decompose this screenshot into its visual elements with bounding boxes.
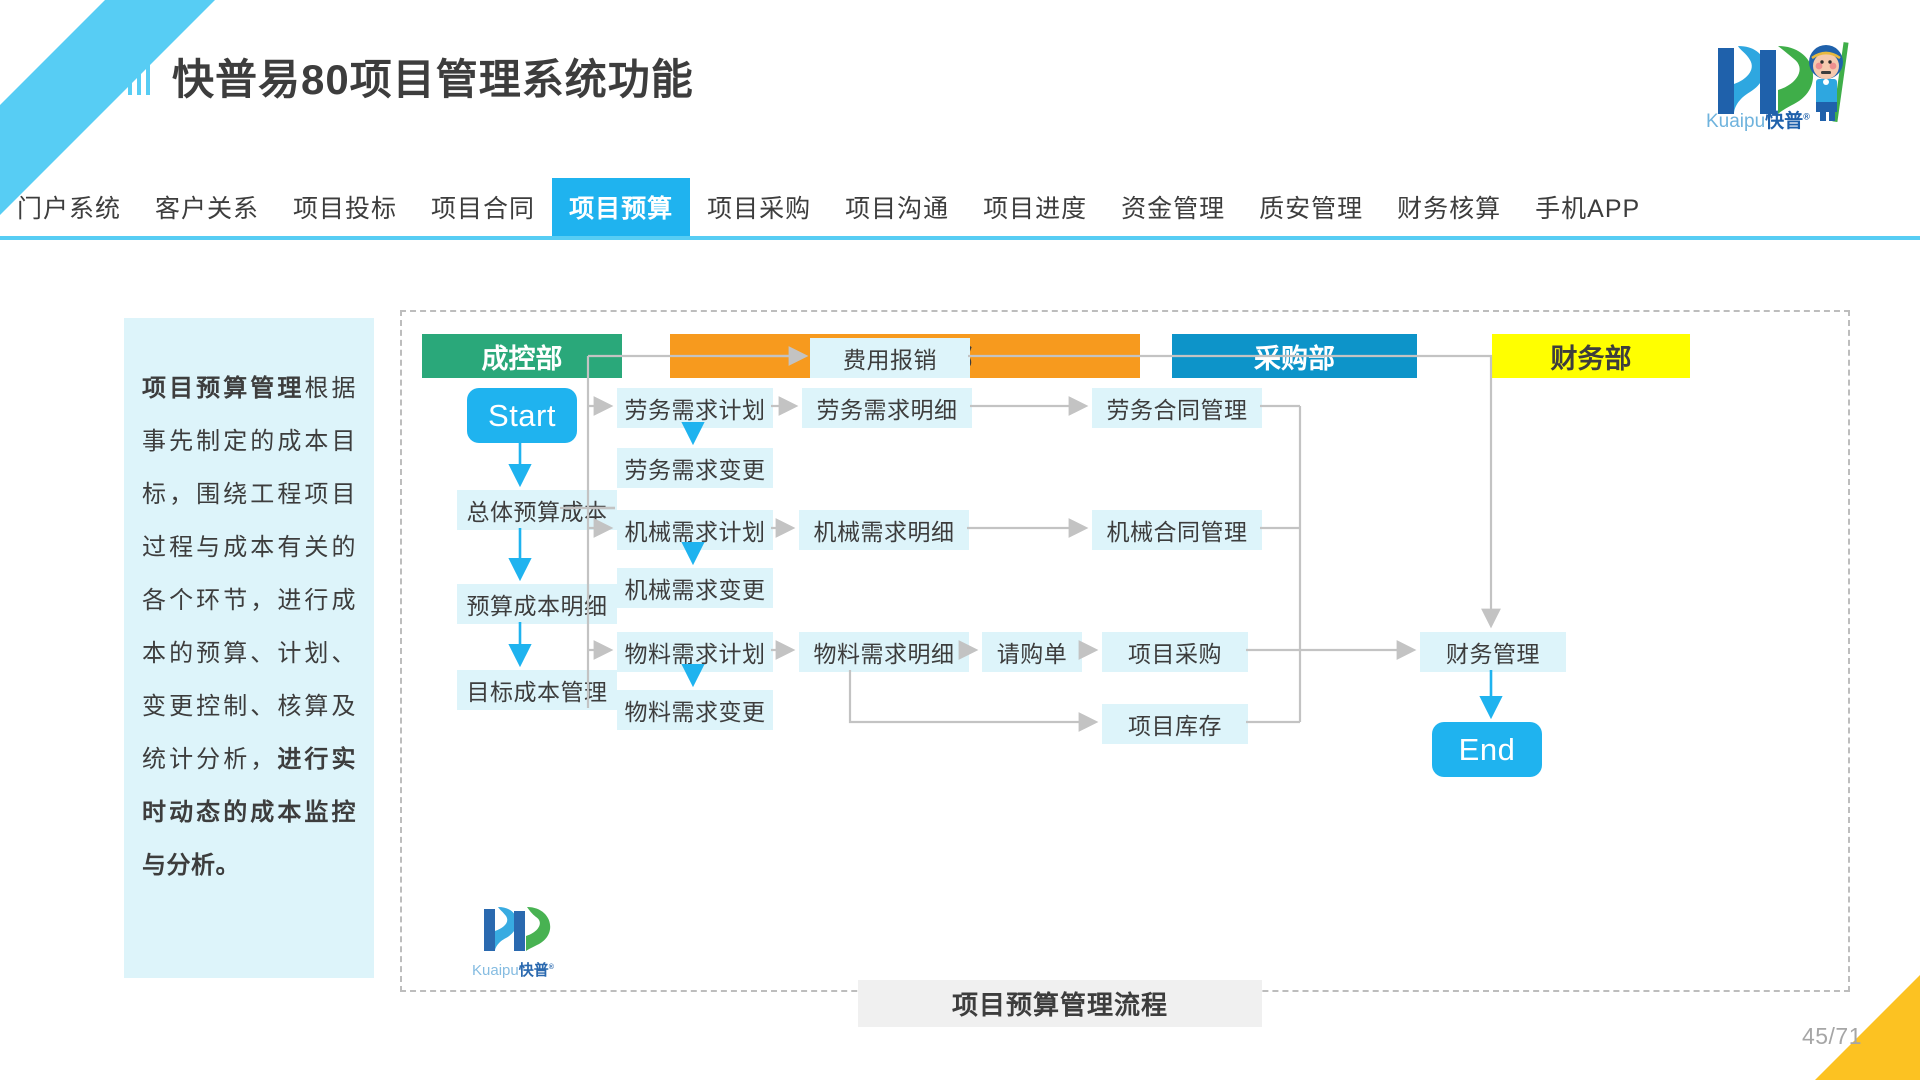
- flow-node-labor_detail[interactable]: 劳务需求明细: [802, 388, 972, 428]
- flow-node-labor_plan[interactable]: 劳务需求计划: [617, 388, 773, 428]
- nav-item-3[interactable]: 项目合同: [431, 195, 536, 223]
- flow-caption: 项目预算管理流程: [858, 980, 1262, 1027]
- brand-wordmark: Kuaipu快普®: [1706, 106, 1810, 133]
- department-header-3: 财务部: [1492, 334, 1690, 378]
- brand-cn: 快普: [1765, 111, 1804, 132]
- nav-item-7[interactable]: 项目进度: [983, 195, 1088, 223]
- flow-node-mach_plan[interactable]: 机械需求计划: [617, 510, 773, 550]
- flow-node-labor_change[interactable]: 劳务需求变更: [617, 448, 773, 488]
- brand-latin: Kuaipu: [1706, 111, 1766, 132]
- flow-node-mach_contract[interactable]: 机械合同管理: [1092, 510, 1262, 550]
- watermark-logo: Kuaipu快普®: [470, 895, 600, 980]
- description-tail: 进行实时动态的成本监控与分析。: [142, 746, 357, 879]
- flow-node-labor_contract[interactable]: 劳务合同管理: [1092, 388, 1262, 428]
- nav-underline: [0, 236, 1920, 240]
- brand-logo: Kuaipu快普®: [1698, 22, 1898, 137]
- flow-node-mat_change[interactable]: 物料需求变更: [617, 690, 773, 730]
- page-number: 45/71: [1801, 1023, 1862, 1049]
- nav-item-4[interactable]: 项目预算: [552, 178, 691, 236]
- flow-node-proj_purchase[interactable]: 项目采购: [1102, 632, 1248, 672]
- flow-node-end[interactable]: End: [1432, 722, 1542, 777]
- kuaipu-logo-icon: [1718, 42, 1849, 123]
- flow-node-budget_detail[interactable]: 预算成本明细: [457, 584, 617, 624]
- flow-connectors: [508, 346, 1503, 732]
- flow-diagram: 成控部项目管理部采购部财务部Start总体预算成本预算成本明细目标成本管理费用报…: [400, 310, 1850, 992]
- watermark-latin: Kuaipu: [472, 962, 519, 979]
- flow-node-total_budget[interactable]: 总体预算成本: [457, 490, 617, 530]
- flow-node-mach_change[interactable]: 机械需求变更: [617, 568, 773, 608]
- mascot-icon: [1809, 42, 1849, 123]
- description-body: 根据事先制定的成本目标，围绕工程项目过程与成本有关的各个环节，进行成本的预算、计…: [142, 375, 357, 773]
- nav-item-9[interactable]: 质安管理: [1259, 195, 1364, 223]
- flow-node-fin_manage[interactable]: 财务管理: [1420, 632, 1566, 672]
- flow-node-expense[interactable]: 费用报销: [810, 338, 970, 378]
- flow-node-mach_detail[interactable]: 机械需求明细: [799, 510, 969, 550]
- watermark-wordmark: Kuaipu快普®: [472, 959, 554, 980]
- description-panel: 项目预算管理根据事先制定的成本目标，围绕工程项目过程与成本有关的各个环节，进行成…: [124, 318, 374, 978]
- page-header: 快普易80项目管理系统功能: [128, 46, 694, 107]
- nav-item-8[interactable]: 资金管理: [1121, 195, 1226, 223]
- flow-node-start[interactable]: Start: [467, 388, 577, 443]
- nav-item-1[interactable]: 客户关系: [155, 195, 260, 223]
- description-lead: 项目预算管理: [142, 375, 305, 402]
- page-title: 快普易80项目管理系统功能: [172, 56, 694, 103]
- flow-node-mat_detail[interactable]: 物料需求明细: [799, 632, 969, 672]
- watermark-reg: ®: [548, 964, 554, 971]
- flow-node-target_cost[interactable]: 目标成本管理: [457, 670, 617, 710]
- nav-item-10[interactable]: 财务核算: [1397, 195, 1502, 223]
- flow-node-purchase_req[interactable]: 请购单: [982, 632, 1082, 672]
- watermark-kp-icon: [484, 907, 551, 951]
- nav-item-0[interactable]: 门户系统: [17, 195, 122, 223]
- description-text: 项目预算管理根据事先制定的成本目标，围绕工程项目过程与成本有关的各个环节，进行成…: [142, 362, 356, 892]
- watermark-cn: 快普: [518, 962, 549, 979]
- title-bars-icon: [128, 58, 150, 95]
- nav-item-5[interactable]: 项目采购: [707, 195, 812, 223]
- brand-reg: ®: [1803, 111, 1810, 122]
- main-nav[interactable]: 门户系统 客户关系 项目投标 项目合同项目预算项目采购 项目沟通 项目进度 资金管理 质安管理…: [0, 178, 1920, 236]
- nav-item-11[interactable]: 手机APP: [1535, 195, 1641, 223]
- nav-item-2[interactable]: 项目投标: [293, 195, 398, 223]
- nav-item-6[interactable]: 项目沟通: [845, 195, 950, 223]
- flow-node-proj_stock[interactable]: 项目库存: [1102, 704, 1248, 744]
